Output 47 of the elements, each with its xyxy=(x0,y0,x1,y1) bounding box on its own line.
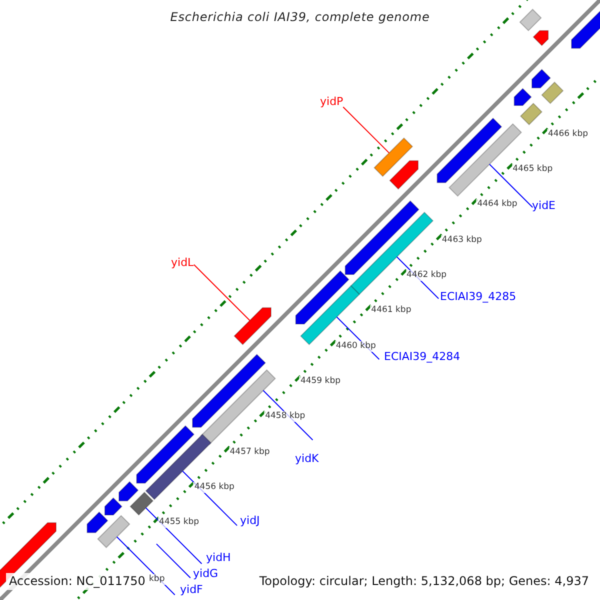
gene-bar xyxy=(532,30,549,46)
scale-label: 4459 kbp xyxy=(299,376,342,388)
gene-label: ECIAI39_4285 xyxy=(440,290,516,303)
gene-bar xyxy=(192,354,266,428)
scale-label: 4463 kbp xyxy=(440,234,483,246)
gene-label: yidL xyxy=(171,256,194,269)
gene-bar xyxy=(97,514,130,548)
scale-label: 4464 kbp xyxy=(476,199,518,210)
scale-label: 4462 kbp xyxy=(406,270,448,281)
scale-label: 4461 kbp xyxy=(370,305,412,316)
gene-label: yidP xyxy=(320,95,344,108)
gene-label: yidF xyxy=(180,583,203,596)
leader-line xyxy=(156,543,191,578)
gene-bar xyxy=(86,511,108,534)
scale-label: 4455 kbp xyxy=(158,517,200,528)
gene-bar xyxy=(130,492,154,516)
gene-bar xyxy=(541,82,564,104)
gene-bar xyxy=(520,102,543,126)
gene-label: yidJ xyxy=(240,514,260,527)
gene-label: yidE xyxy=(532,199,556,212)
scale-label: kbp xyxy=(148,574,166,585)
gene-bar xyxy=(136,425,195,484)
gene-bar xyxy=(295,270,350,325)
gene-bar xyxy=(389,160,419,190)
gene-bar xyxy=(531,68,552,88)
gene-label: yidG xyxy=(193,567,218,580)
scale-label: 4460 kbp xyxy=(334,340,377,352)
gene-label: yidH xyxy=(206,551,231,564)
leader-line xyxy=(145,507,202,564)
leader-line xyxy=(116,536,176,596)
scale-label: 4457 kbp xyxy=(228,446,271,458)
gene-bar xyxy=(118,481,139,502)
gene-bar xyxy=(514,88,532,106)
gene-bar xyxy=(234,307,272,346)
gene-bar xyxy=(436,118,502,184)
gene-label: ECIAI39_4284 xyxy=(384,350,460,363)
title: Escherichia coli IAI39, complete genome xyxy=(169,10,431,24)
scale-label: 4458 kbp xyxy=(264,411,306,422)
leader-line xyxy=(489,164,534,208)
leader-line xyxy=(193,264,250,321)
scale-label: 4456 kbp xyxy=(193,482,236,494)
scale-label: 4465 kbp xyxy=(512,164,554,175)
leader-line xyxy=(342,106,390,154)
scale-label: 4466 kbp xyxy=(546,128,589,140)
gene-bar xyxy=(519,8,542,32)
gene-bar xyxy=(374,137,414,177)
gene-label: yidK xyxy=(295,452,319,465)
